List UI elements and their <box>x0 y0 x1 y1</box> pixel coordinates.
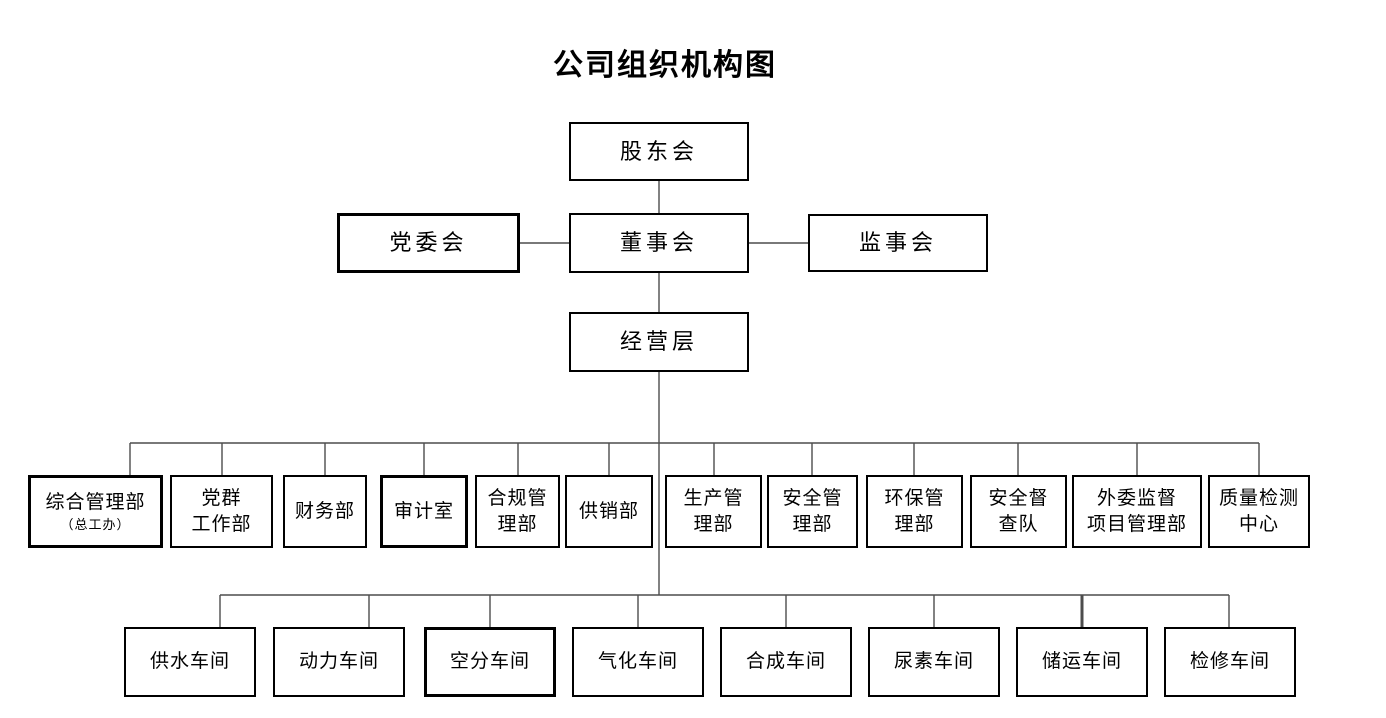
node-label: 监事会 <box>858 230 937 256</box>
node-workshop-maintenance: 检修车间 <box>1164 627 1296 697</box>
node-party-committee: 党委会 <box>337 213 520 273</box>
node-dept-party-mass-work: 党群 工作部 <box>170 475 273 548</box>
node-label: 党委会 <box>389 230 468 256</box>
node-label: 检修车间 <box>1189 651 1270 673</box>
node-label: 理部 <box>792 513 833 535</box>
node-label: 股东会 <box>619 138 698 164</box>
node-label: 理部 <box>894 513 935 535</box>
node-label: 供销部 <box>578 500 639 522</box>
node-label: 经营层 <box>619 329 698 355</box>
node-label: 财务部 <box>294 500 355 522</box>
node-supervisory-board: 监事会 <box>808 214 988 272</box>
node-label: 合成车间 <box>745 651 826 673</box>
node-workshop-water-supply: 供水车间 <box>124 627 256 697</box>
node-label: 外委监督 <box>1096 487 1177 509</box>
node-dept-general-admin: 综合管理部 （总工办） <box>28 475 163 548</box>
node-label: 查队 <box>998 513 1039 535</box>
node-label: 空分车间 <box>449 651 530 673</box>
node-label: 董事会 <box>619 230 698 256</box>
page-title: 公司组织机构图 <box>553 49 777 82</box>
node-workshop-gasification: 气化车间 <box>572 627 704 697</box>
node-dept-production: 生产管 理部 <box>665 475 762 548</box>
node-sublabel: （总工办） <box>60 516 131 532</box>
node-dept-environment: 环保管 理部 <box>866 475 963 548</box>
node-dept-audit: 审计室 <box>380 475 468 548</box>
node-dept-safety-inspection: 安全督 查队 <box>970 475 1067 548</box>
node-label: 环保管 <box>884 487 945 509</box>
node-label: 中心 <box>1238 513 1279 535</box>
node-dept-safety: 安全管 理部 <box>767 475 858 548</box>
node-label: 气化车间 <box>597 651 678 673</box>
node-label: 综合管理部 <box>45 491 146 513</box>
node-label: 党群 <box>201 487 242 509</box>
node-label: 储运车间 <box>1041 651 1122 673</box>
node-label: 工作部 <box>191 513 252 535</box>
node-label: 安全督 <box>988 487 1049 509</box>
node-label: 尿素车间 <box>893 651 974 673</box>
node-label: 理部 <box>497 513 538 535</box>
node-dept-quality-testing: 质量检测 中心 <box>1208 475 1310 548</box>
node-workshop-synthesis: 合成车间 <box>720 627 852 697</box>
node-board-of-directors: 董事会 <box>569 213 749 273</box>
node-dept-outsourcing-supervision: 外委监督 项目管理部 <box>1072 475 1202 548</box>
node-shareholders: 股东会 <box>569 122 749 181</box>
node-label: 理部 <box>693 513 734 535</box>
node-label: 合规管 <box>487 487 548 509</box>
node-workshop-power: 动力车间 <box>273 627 405 697</box>
node-management-level: 经营层 <box>569 312 749 372</box>
node-label: 审计室 <box>393 500 454 522</box>
node-label: 生产管 <box>683 487 744 509</box>
node-label: 项目管理部 <box>1086 513 1187 535</box>
node-dept-compliance: 合规管 理部 <box>475 475 560 548</box>
node-label: 供水车间 <box>149 651 230 673</box>
node-workshop-air-separation: 空分车间 <box>424 627 556 697</box>
node-workshop-urea: 尿素车间 <box>868 627 1000 697</box>
node-label: 安全管 <box>782 487 843 509</box>
node-dept-supply-sales: 供销部 <box>565 475 653 548</box>
node-workshop-storage-transport: 储运车间 <box>1016 627 1148 697</box>
node-label: 动力车间 <box>298 651 379 673</box>
node-dept-finance: 财务部 <box>283 475 367 548</box>
node-label: 质量检测 <box>1218 487 1299 509</box>
